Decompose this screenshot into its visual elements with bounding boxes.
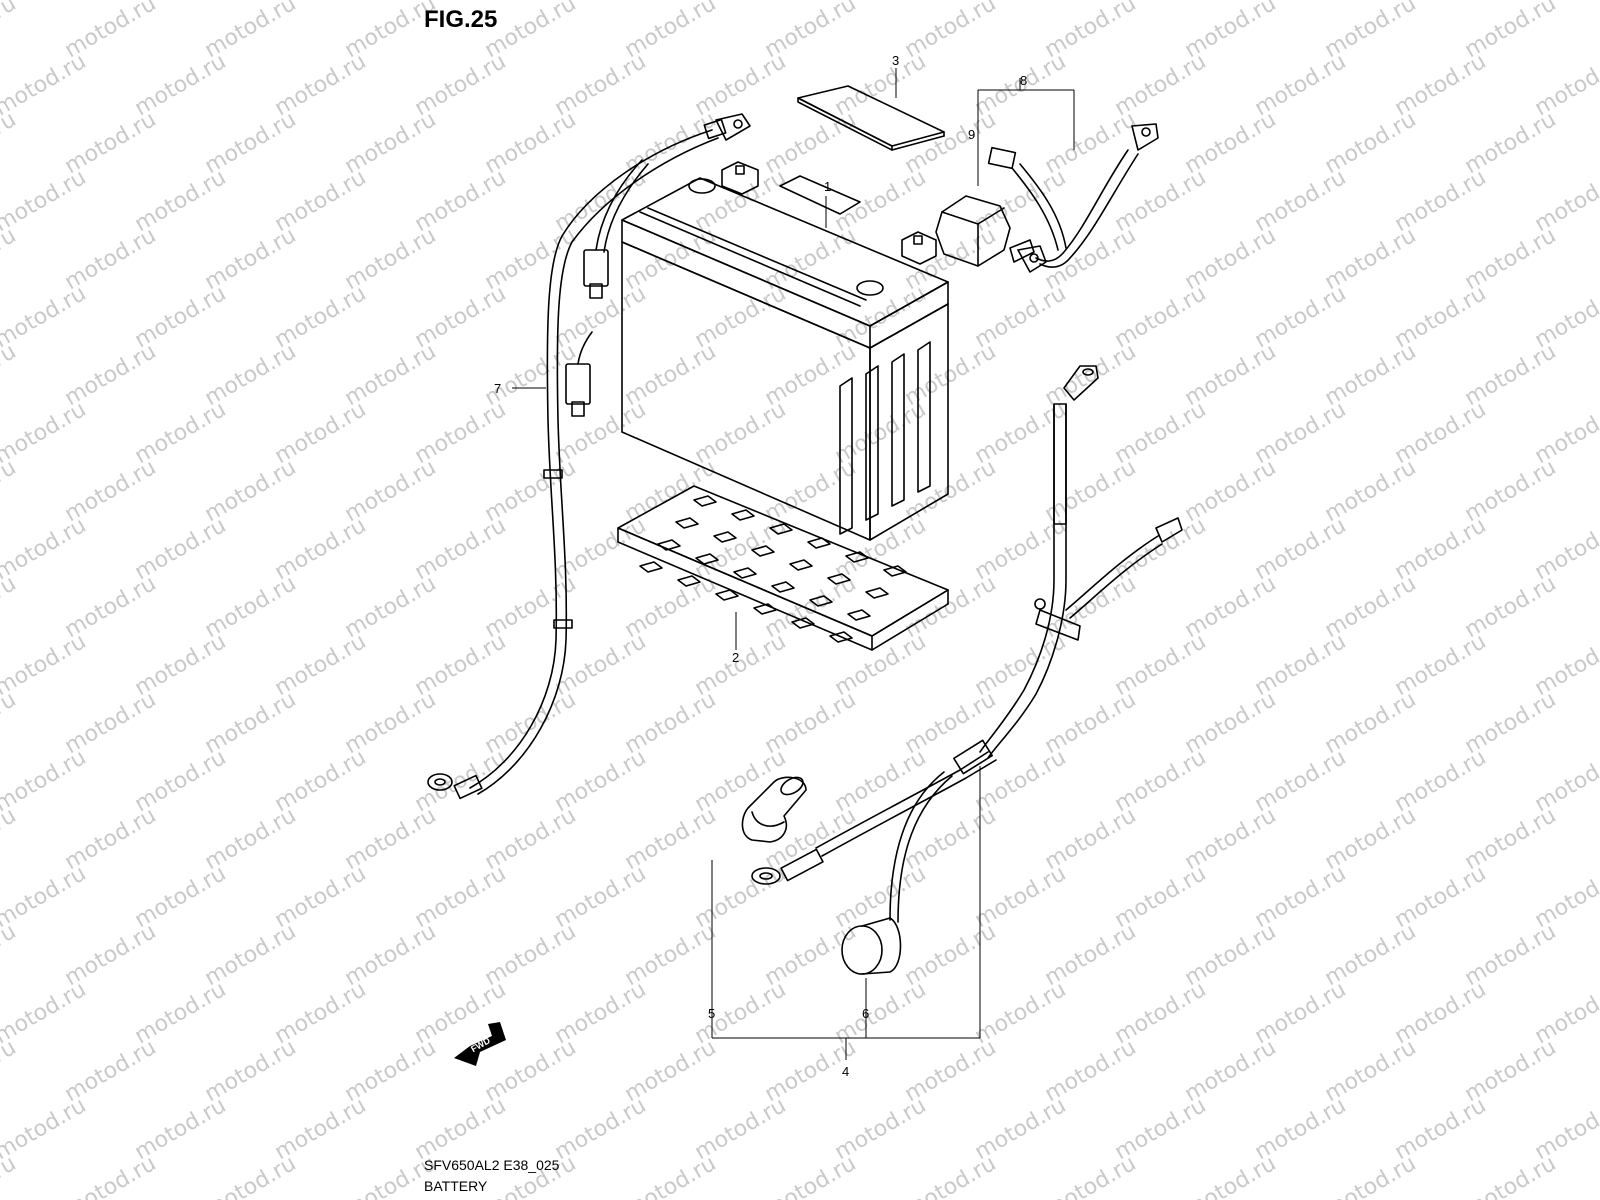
tray-slot xyxy=(657,539,681,551)
callout-9: 9 xyxy=(968,127,976,142)
battery-harness-lead xyxy=(427,113,751,800)
callout-5: 5 xyxy=(708,1006,716,1021)
battery xyxy=(621,161,949,541)
battery-pad-sheet xyxy=(797,85,945,151)
figure-code: SFV650AL2 E38_025 xyxy=(424,1157,560,1173)
callout-4: 4 xyxy=(842,1064,850,1079)
tray-slot xyxy=(695,553,719,565)
tray-slot xyxy=(639,561,663,573)
terminal-cover xyxy=(935,195,1011,267)
tray-slot xyxy=(693,495,717,507)
callout-3: 3 xyxy=(892,53,900,68)
tray-slot xyxy=(675,517,699,529)
figure-name: BATTERY xyxy=(424,1178,488,1194)
tray-slot xyxy=(827,573,851,585)
fwd-direction-arrow: FWD xyxy=(454,1022,506,1066)
callout-8: 8 xyxy=(1020,73,1028,88)
tray-slot xyxy=(771,581,795,593)
tray-slot xyxy=(865,587,889,599)
bracket-8-9 xyxy=(977,89,1075,186)
tray-slot xyxy=(829,631,853,643)
tray-slot xyxy=(715,589,739,601)
tray-slot xyxy=(809,595,833,607)
bracket-4-5-6 xyxy=(711,766,981,1060)
starter-motor-lead xyxy=(987,123,1159,273)
tray-slot xyxy=(713,531,737,543)
tray-slot xyxy=(753,603,777,615)
leader-lines xyxy=(735,68,1021,650)
tray-slot xyxy=(883,565,907,577)
callout-7: 7 xyxy=(494,381,502,396)
figure-title: FIG.25 xyxy=(424,6,498,33)
tray-slot xyxy=(733,567,757,579)
tray-slot xyxy=(845,551,869,563)
tray-slot xyxy=(807,537,831,549)
tray-slot xyxy=(789,559,813,571)
callout-2: 2 xyxy=(732,650,740,665)
tray-slot xyxy=(751,545,775,557)
battery-tray xyxy=(617,485,949,651)
tray-slot xyxy=(677,575,701,587)
callout-6: 6 xyxy=(862,1006,870,1021)
tray-slot xyxy=(769,523,793,535)
battery-earth-lead xyxy=(741,365,1183,975)
tray-slot xyxy=(847,609,871,621)
callout-1: 1 xyxy=(824,179,832,194)
tray-slot xyxy=(731,509,755,521)
tray-slot xyxy=(791,617,815,629)
